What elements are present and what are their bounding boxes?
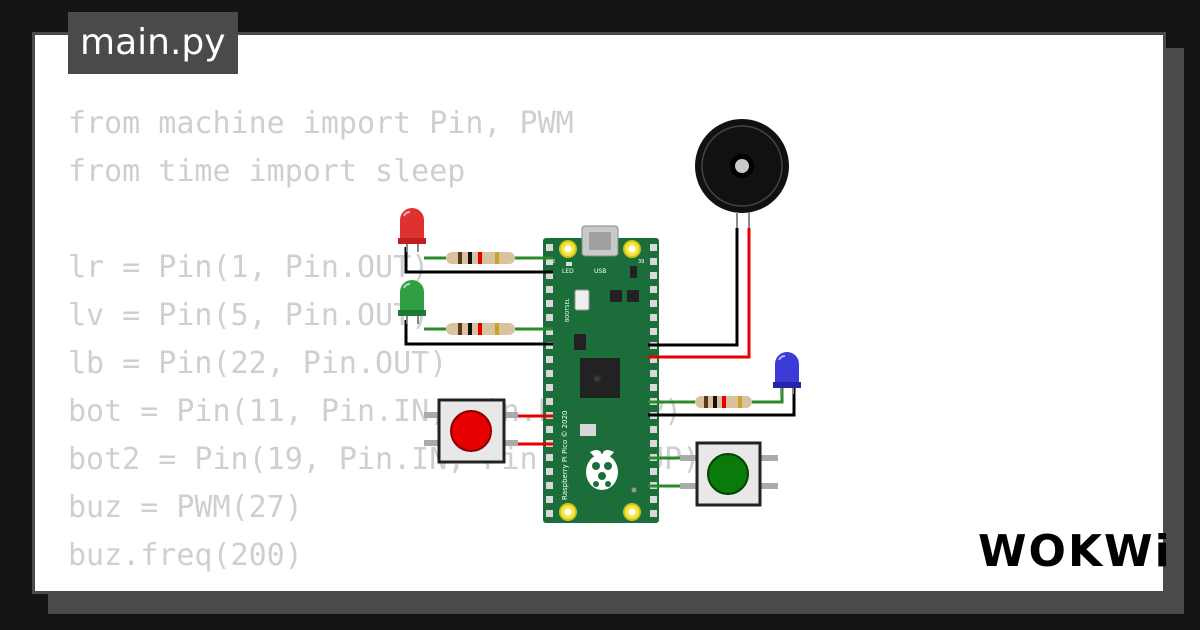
wokwi-logo: WOKWi bbox=[978, 526, 1172, 577]
header-pin bbox=[546, 384, 553, 391]
header-pin bbox=[546, 328, 553, 335]
board-name-label: Raspberry Pi Pico © 2020 bbox=[561, 411, 569, 501]
raspberry-logo-icon bbox=[586, 450, 618, 490]
led-label: LED bbox=[562, 268, 574, 275]
pushbutton-red[interactable] bbox=[424, 398, 518, 464]
header-pin bbox=[650, 496, 657, 503]
header-pin bbox=[650, 272, 657, 279]
header-pin bbox=[546, 510, 553, 517]
pin-label-left: 2 bbox=[552, 259, 555, 265]
file-tab[interactable]: main.py bbox=[68, 12, 238, 74]
header-pin bbox=[650, 244, 657, 251]
header-pin bbox=[546, 300, 553, 307]
header-pin bbox=[546, 370, 553, 377]
header-pin bbox=[650, 426, 657, 433]
led-green[interactable] bbox=[398, 280, 426, 324]
header-pin bbox=[650, 314, 657, 321]
pin-label-right: 39 bbox=[638, 259, 644, 265]
header-pin bbox=[546, 426, 553, 433]
resistor-green-led[interactable] bbox=[446, 323, 515, 335]
code-line: buz = PWM(27) bbox=[68, 490, 303, 525]
header-pin bbox=[650, 440, 657, 447]
usb-label: USB bbox=[594, 268, 606, 275]
resistor-blue-led[interactable] bbox=[695, 396, 752, 408]
header-pin bbox=[650, 328, 657, 335]
pico-board[interactable]: LED USB 2 39 BOOTSEL ❀ Raspberry Pi Pico… bbox=[543, 225, 659, 523]
resistor-red-led[interactable] bbox=[446, 252, 515, 264]
header-pin bbox=[546, 496, 553, 503]
code-line: from machine import Pin, PWM bbox=[68, 106, 574, 141]
header-pin bbox=[650, 510, 657, 517]
header-pin bbox=[546, 482, 553, 489]
code-line: from time import sleep bbox=[68, 154, 466, 189]
header-pin bbox=[650, 370, 657, 377]
code-line: lb = Pin(22, Pin.OUT) bbox=[68, 346, 448, 381]
header-pin bbox=[546, 286, 553, 293]
code-line: buz.freq(200) bbox=[68, 538, 303, 573]
bootsel-label: BOOTSEL bbox=[565, 298, 571, 322]
header-pin bbox=[546, 314, 553, 321]
header-pin bbox=[546, 258, 553, 265]
header-pin bbox=[546, 356, 553, 363]
header-pin bbox=[546, 468, 553, 475]
header-pin bbox=[546, 244, 553, 251]
buzzer[interactable] bbox=[695, 119, 789, 230]
header-pin bbox=[650, 286, 657, 293]
pushbutton-green[interactable] bbox=[680, 441, 778, 507]
led-blue[interactable] bbox=[773, 352, 801, 394]
header-pin bbox=[546, 454, 553, 461]
header-pin bbox=[650, 468, 657, 475]
header-pin bbox=[546, 398, 553, 405]
header-pin bbox=[546, 272, 553, 279]
header-pin bbox=[650, 384, 657, 391]
header-pin bbox=[650, 300, 657, 307]
header-pin bbox=[650, 258, 657, 265]
svg-text:❀: ❀ bbox=[593, 374, 601, 385]
led-red[interactable] bbox=[398, 208, 426, 252]
header-pin bbox=[650, 356, 657, 363]
